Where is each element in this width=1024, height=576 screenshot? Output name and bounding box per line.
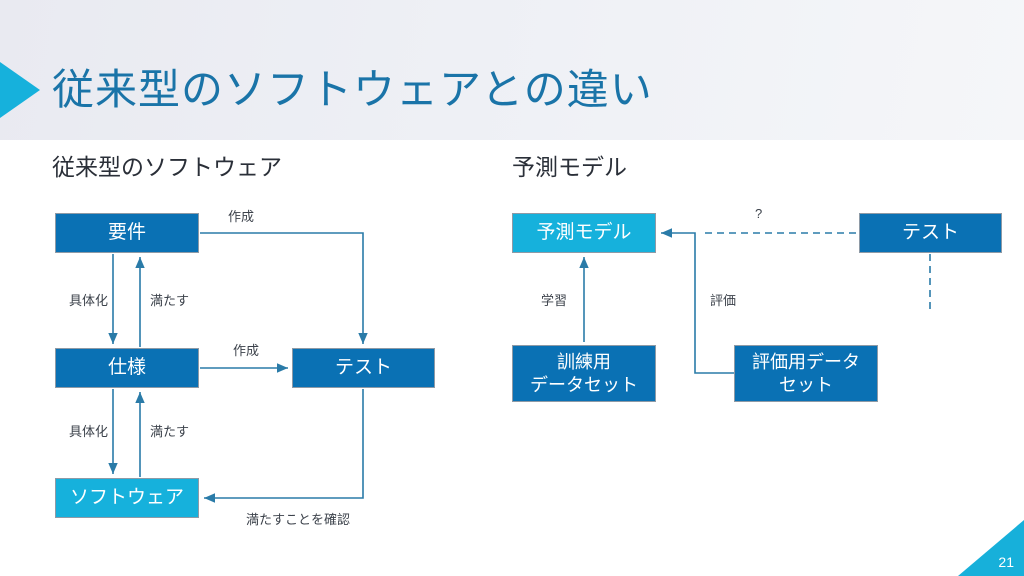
page-title: 従来型のソフトウェアとの違い (52, 66, 653, 113)
section-heading-traditional-software: 従来型のソフトウェア (52, 154, 282, 180)
edge-label-concretize-upper: 具体化 (69, 293, 109, 308)
edge-label-question: ? (755, 206, 763, 221)
node-test-right-label: テスト (901, 222, 959, 244)
section-heading-prediction-model: 予測モデル (512, 154, 627, 180)
node-prediction-model-label: 予測モデル (536, 222, 632, 244)
node-prediction-model[interactable]: 予測モデル (512, 213, 656, 253)
node-software[interactable]: ソフトウェア (55, 478, 199, 518)
edge-label-satisfy-upper: 満たす (150, 293, 190, 308)
node-requirements-label: 要件 (107, 222, 146, 244)
edge-label-create-requirements-to-test: 作成 (228, 209, 255, 224)
edge-label-learn: 学習 (541, 293, 568, 308)
node-spec-label: 仕様 (107, 357, 146, 379)
node-requirements[interactable]: 要件 (55, 213, 199, 253)
node-evaluation-dataset[interactable]: 評価用データ セット (734, 345, 878, 402)
node-training-dataset-line2: データセット (530, 374, 638, 395)
header-arrow-icon (0, 62, 40, 118)
node-training-dataset-label: 訓練用 データセット (530, 351, 638, 396)
node-spec[interactable]: 仕様 (55, 348, 199, 388)
node-evaluation-dataset-label: 評価用データ セット (752, 351, 860, 396)
node-test-left-label: テスト (334, 357, 392, 379)
edge-label-satisfy-lower: 満たす (150, 424, 190, 439)
footer-corner-triangle (958, 520, 1024, 576)
node-training-dataset[interactable]: 訓練用 データセット (512, 345, 656, 402)
edge-label-confirm-satisfaction: 満たすことを確認 (246, 512, 351, 527)
node-evaluation-dataset-line1: 評価用データ (752, 352, 860, 372)
page-number: 21 (998, 554, 1014, 570)
node-evaluation-dataset-line2: セット (779, 374, 833, 395)
edge-label-evaluate: 評価 (710, 293, 737, 308)
node-training-dataset-line1: 訓練用 (557, 352, 611, 372)
edge-label-concretize-lower: 具体化 (69, 424, 109, 439)
node-test-right[interactable]: テスト (859, 213, 1002, 253)
edge-label-create-spec-to-test: 作成 (233, 343, 260, 358)
node-software-label: ソフトウェア (69, 487, 184, 509)
header-band (0, 0, 1024, 140)
node-test-left[interactable]: テスト (292, 348, 435, 388)
